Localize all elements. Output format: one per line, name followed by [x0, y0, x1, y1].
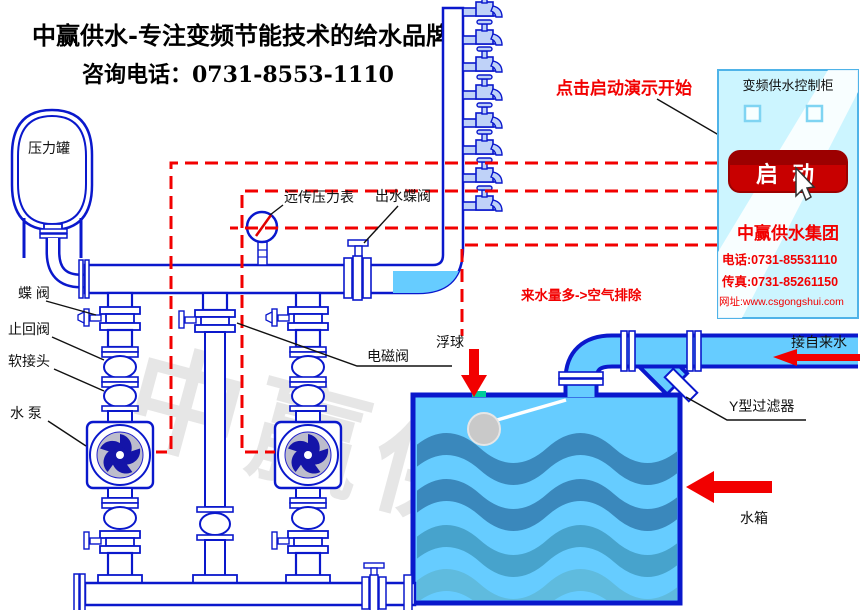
label-solenoid-valve: 电磁阀	[367, 348, 409, 364]
tank-pointer-arrow	[686, 471, 772, 503]
faucet-icon	[462, 46, 503, 73]
label-butterfly-valve: 蝶 阀	[18, 285, 50, 301]
suction-manifold	[73, 562, 417, 610]
air-exhaust-note: 来水量多->空气排除	[520, 287, 642, 303]
control-cabinet: 变频供水控制柜 启 动 中赢供水集团 电话:0731-85531110 传真:0…	[717, 69, 859, 319]
float-pointer-arrow	[461, 349, 487, 397]
solenoid-column	[178, 291, 238, 584]
inlet-pipe	[558, 330, 858, 403]
faucet-icon	[462, 102, 503, 129]
panel-web: 网址:www.csgongshui.com	[719, 295, 844, 308]
float-ball	[467, 391, 567, 446]
label-check-valve: 止回阀	[8, 321, 50, 337]
indicator-light	[805, 104, 824, 123]
start-button[interactable]: 启 动	[728, 150, 848, 193]
pipe-water	[393, 271, 463, 293]
water-tank	[410, 392, 683, 606]
label-pressure-tank: 压力罐	[28, 140, 70, 156]
label-float-ball: 浮球	[436, 334, 464, 350]
panel-company: 中赢供水集团	[737, 223, 839, 243]
pressure-tank	[10, 108, 94, 289]
outlet-butterfly-valve	[343, 239, 372, 301]
label-tap-water: 接自来水	[791, 334, 847, 350]
y-filter-cap	[663, 367, 699, 403]
pressure-gauge	[245, 210, 279, 266]
demo-hint: 点击启动演示开始	[556, 78, 692, 98]
faucet-icon	[462, 19, 503, 46]
faucet-row	[462, 0, 503, 212]
flange	[84, 259, 90, 299]
brand-title: 中赢供水-专注变频节能技术的给水品牌	[32, 21, 450, 50]
label-remote-gauge: 远传压力表	[284, 189, 354, 205]
inlet-marker	[472, 391, 486, 397]
label-y-filter: Y型过滤器	[729, 398, 794, 414]
label-water-tank: 水箱	[740, 510, 768, 526]
panel-fax: 传真:0731-85261150	[721, 274, 838, 289]
label-outlet-valve: 出水蝶阀	[375, 188, 431, 204]
panel-tel: 电话:0731-85531110	[722, 252, 837, 267]
outlet-pipe	[83, 6, 465, 295]
faucet-icon	[462, 0, 503, 18]
pump-column-2	[264, 291, 343, 585]
tap-water-arrow	[773, 349, 860, 366]
faucet-icon	[462, 129, 503, 156]
control-wires	[156, 161, 718, 454]
flange	[78, 259, 84, 299]
faucet-icon	[462, 74, 503, 101]
label-water-pump: 水 泵	[10, 405, 42, 421]
panel-title: 变频供水控制柜	[742, 78, 833, 93]
consult-phone: 咨询电话：0731-8553-1110	[82, 62, 394, 88]
cursor-icon	[795, 166, 816, 202]
label-flex-joint: 软接头	[8, 353, 50, 369]
indicator-light	[743, 104, 762, 123]
pump-column-1	[76, 291, 155, 585]
